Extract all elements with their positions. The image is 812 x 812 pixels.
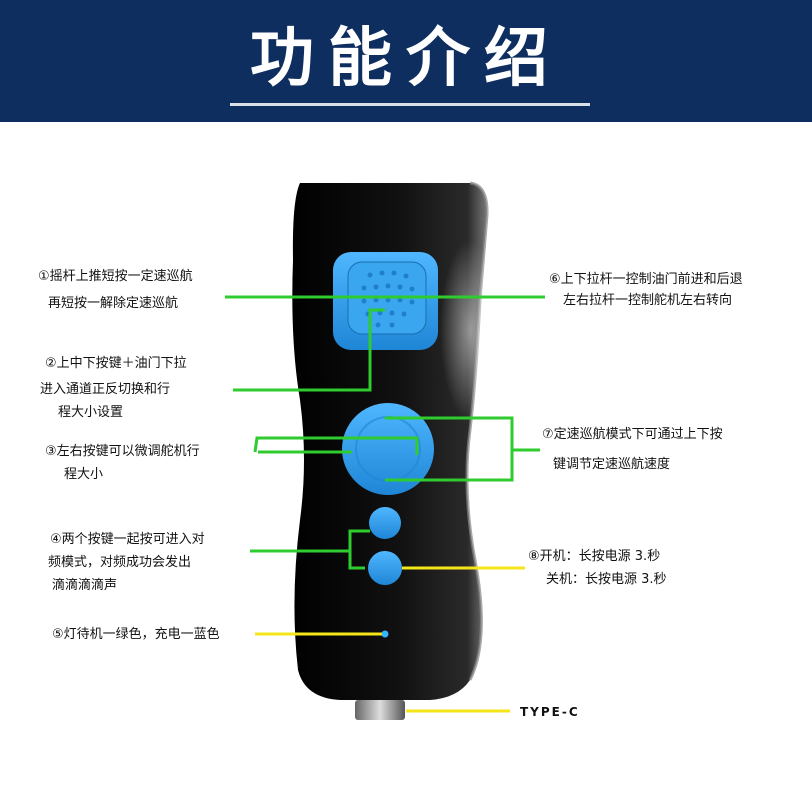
callout-2-line-1: ②上中下按键＋油门下拉 [45, 356, 187, 371]
body-highlight [440, 240, 500, 420]
callout-4-line-1: ④两个按键一起按可进入对 [50, 532, 205, 547]
bind-button-bottom [368, 551, 402, 585]
title-underline [230, 103, 590, 106]
status-led [381, 630, 389, 638]
callout-7-line-1: ⑦定速巡航模式下可通过上下按 [542, 427, 723, 442]
callout-6-line-2: 左右拉杆一控制舵机左右转向 [563, 293, 733, 308]
header-banner: 功能介绍 [0, 0, 812, 122]
callout-1-line-1: ①摇杆上推短按一定速巡航 [38, 269, 193, 284]
callout-3-line-1: ③左右按键可以微调舵机行 [45, 444, 200, 459]
callout-1-line-2: 再短按一解除定速巡航 [48, 296, 179, 311]
body-rim [465, 181, 489, 681]
page-title: 功能介绍 [250, 22, 562, 96]
green-callout-lines [225, 295, 545, 570]
joystick [333, 252, 438, 350]
bind-button-top [369, 507, 401, 539]
callout-2-line-2: 进入通道正反切换和行 [40, 382, 171, 397]
callout-7-line-2: 键调节定速巡航速度 [553, 457, 671, 472]
callout-4-line-2: 频模式，对频成功会发出 [48, 555, 192, 570]
callout-8-line-1: ⑧开机：长按电源 3.秒 [528, 549, 661, 564]
callout-4-line-3: 滴滴滴滴声 [52, 578, 118, 593]
callout-6-line-1: ⑥上下拉杆一控制油门前进和后退 [549, 272, 743, 287]
callout-2-line-3: 程大小设置 [58, 405, 124, 420]
type-c-label: TYPE-C [520, 705, 580, 719]
type-c-port [355, 700, 405, 720]
callout-5-line-1: ⑤灯待机一绿色，充电一蓝色 [52, 627, 220, 642]
callout-3-line-2: 程大小 [64, 467, 104, 482]
yellow-callout-lines [255, 566, 525, 713]
callout-8-line-2: 关机：长按电源 3.秒 [546, 572, 667, 587]
